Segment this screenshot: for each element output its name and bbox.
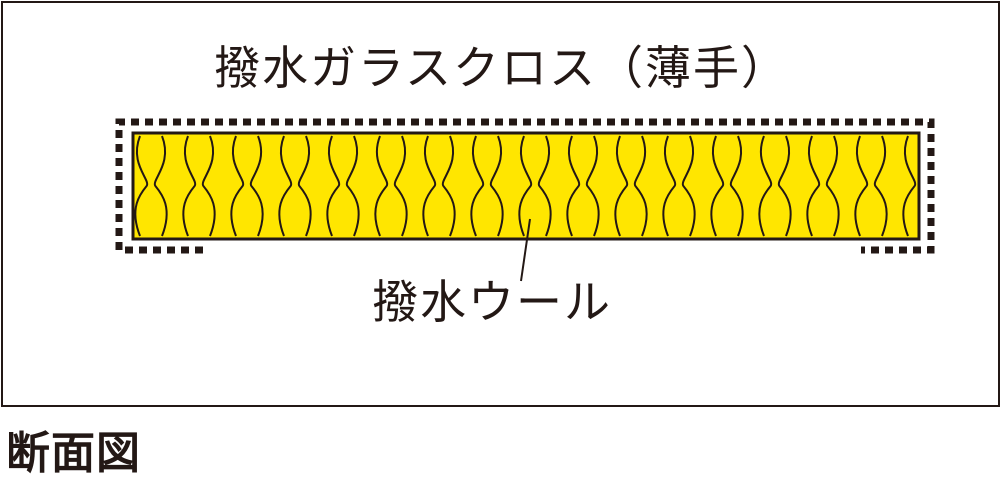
fiber-curve [614,135,629,237]
wool-label: 撥水ウール [372,275,612,329]
fiber-curve [278,135,293,237]
fiber-curve [153,135,168,237]
fiber-curve [854,135,869,237]
section-caption: 断面図 [6,428,141,479]
fiber-curve [249,135,264,237]
fiber-curve [758,135,773,237]
wool-fiber-pattern [134,135,917,237]
fiber-curve [201,135,216,237]
fiber-curve [825,135,840,237]
wool-leader-line [520,218,531,282]
wool-layer [131,131,921,241]
fiber-curve [806,135,821,237]
fiber-curve [230,135,245,237]
fiber-curve [710,135,725,237]
fiber-curve [326,135,341,237]
fiber-curve [777,135,792,237]
fiber-curve [537,135,552,237]
fiber-curve [134,135,149,237]
fiber-curve [566,135,581,237]
fiber-curve [345,135,360,237]
fiber-curve [662,135,677,237]
fiber-curve [393,135,408,237]
fiber-curve [585,135,600,237]
fiber-curve [374,135,389,237]
fiber-curve [182,135,197,237]
glass-cloth-outline [115,118,935,254]
glass-cloth-label: 撥水ガラスクロス（薄手） [213,41,790,95]
fiber-curve [422,135,437,237]
fiber-curve [489,135,504,237]
fiber-curve [873,135,888,237]
fiber-curve [518,135,533,237]
fiber-curve [681,135,696,237]
fiber-curve [297,135,312,237]
fiber-curve [729,135,744,237]
fiber-curve [633,135,648,237]
fiber-curve [441,135,456,237]
fiber-curve [470,135,485,237]
fiber-curve [902,135,917,237]
